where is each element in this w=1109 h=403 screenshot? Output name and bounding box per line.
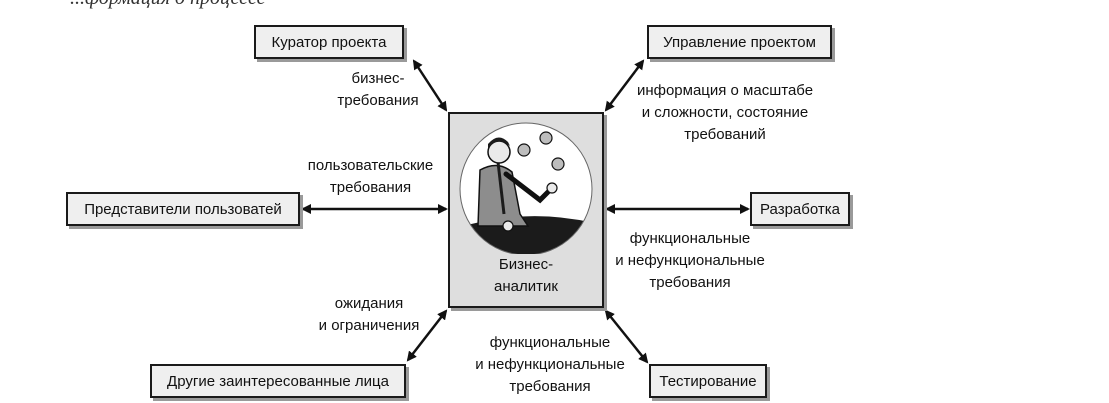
label-user-representatives: пользовательские требования [298, 155, 443, 199]
label-line: требования [509, 378, 591, 395]
label-line: требований [684, 126, 766, 143]
label-line: и сложности, состояние [641, 104, 809, 121]
node-sponsor: Куратор проекта [254, 25, 404, 59]
label-line: ожидания [334, 295, 404, 312]
label-project-management: информация о масштабе и сложности, состо… [620, 80, 830, 146]
node-development: Разработка [750, 192, 850, 226]
node-testing: Тестирование [649, 364, 767, 398]
label-other-stakeholders: ожидания и ограничения [303, 293, 435, 337]
label-line: функциональные [489, 334, 611, 351]
cropped-heading-fragment: ...формация о процессе [70, 0, 265, 10]
label-line: и ограничения [318, 317, 420, 334]
label-line: требования [649, 274, 731, 291]
label-line: и нефункциональные [475, 356, 625, 373]
center-label: Бизнес- аналитик [450, 254, 602, 298]
label-sponsor: бизнес- требования [318, 68, 438, 112]
business-analyst-box: Бизнес- аналитик [448, 112, 604, 308]
label-line: функциональные [629, 230, 751, 247]
arrow-other-stakeholders [406, 309, 448, 362]
node-project-management: Управление проектом [647, 25, 832, 59]
label-development: функциональные и нефункциональные требов… [606, 228, 774, 294]
node-other-stakeholders: Другие заинтересованные лица [150, 364, 406, 398]
label-testing: функциональные и нефункциональные требов… [466, 332, 634, 398]
arrow-sponsor [412, 59, 448, 112]
arrow-testing [604, 309, 649, 364]
label-line: и нефункциональные [615, 252, 765, 269]
label-line: информация о масштабе [636, 82, 814, 99]
center-label-line: аналитик [494, 278, 558, 295]
label-line: бизнес- [351, 70, 405, 87]
label-line: требования [329, 179, 412, 196]
arrow-project-management [604, 59, 645, 112]
juggling-analyst-illustration [459, 122, 593, 254]
node-user-representatives: Представители пользоватей [66, 192, 300, 226]
label-line: пользовательские [307, 157, 434, 174]
label-line: требования [337, 92, 419, 109]
center-label-line: Бизнес- [498, 256, 554, 273]
